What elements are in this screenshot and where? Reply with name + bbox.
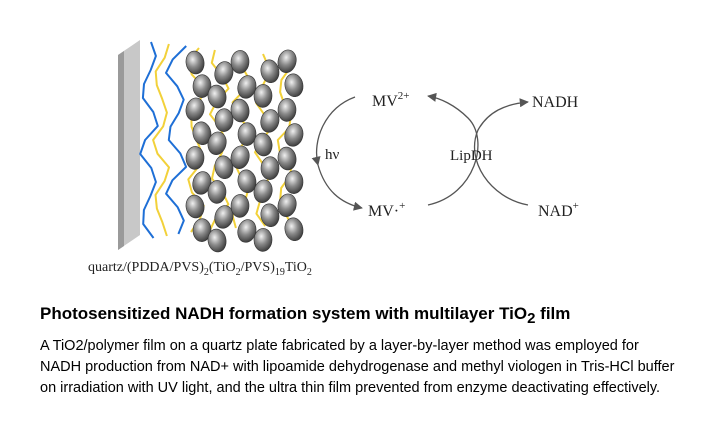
tio2-particle xyxy=(185,97,205,121)
tio2-particle xyxy=(253,132,273,157)
tio2-particle xyxy=(284,170,304,194)
polymer-layer xyxy=(152,43,170,237)
polymer-layer xyxy=(165,45,188,235)
tio2-particle xyxy=(230,194,250,218)
mv-reduction-arrow xyxy=(317,164,363,211)
mv2-label: MV2+ xyxy=(372,90,410,110)
photosensitization-diagram: MV2+ MV·+ hν LipDH NADH NAD+ xyxy=(118,40,579,253)
tio2-particle xyxy=(253,228,273,252)
nad-reduction-arrow xyxy=(473,98,529,206)
tio2-particle xyxy=(230,145,250,169)
tio2-particle xyxy=(207,131,227,155)
tio2-particle xyxy=(185,50,205,75)
tio2-particle xyxy=(192,121,212,146)
tio2-particle xyxy=(214,61,234,85)
tio2-particle xyxy=(253,84,273,108)
mv-reoxidation-arrow xyxy=(427,92,479,206)
tio2-particle xyxy=(207,228,227,253)
reaction-cycles xyxy=(311,92,529,211)
tio2-particle xyxy=(253,179,273,203)
tio2-particles xyxy=(185,49,304,253)
tio2-particle xyxy=(185,146,205,170)
tio2-particle xyxy=(260,203,280,228)
tio2-particle xyxy=(214,155,234,180)
tio2-particle xyxy=(260,156,280,180)
figure-title: Photosensitized NADH formation system wi… xyxy=(40,304,571,327)
tio2-particle xyxy=(192,218,212,242)
tio2-particle xyxy=(260,59,280,84)
tio2-particle xyxy=(277,49,297,73)
film-composition-caption: quartz/(PDDA/PVS)2(TiO2/PVS)19TiO2 xyxy=(88,260,312,278)
polymer-layer xyxy=(276,55,293,225)
figure-description: A TiO2/polymer film on a quartz plate fa… xyxy=(40,338,675,396)
tio2-particle xyxy=(237,122,257,146)
tio2-particle xyxy=(185,194,205,219)
tio2-particle xyxy=(207,180,227,204)
lipdh-label: LipDH xyxy=(450,148,493,164)
tio2-particle xyxy=(230,50,250,74)
tio2-particle xyxy=(192,74,212,98)
tio2-particle xyxy=(214,108,234,132)
tio2-particle xyxy=(230,98,250,123)
nadh-label: NADH xyxy=(532,94,579,111)
mv-oxidation-arrow xyxy=(311,96,356,166)
polymer-layer xyxy=(139,41,159,239)
tio2-particle xyxy=(237,169,257,194)
tio2-particle xyxy=(207,84,227,109)
tio2-particle xyxy=(284,217,304,242)
hv-label: hν xyxy=(325,147,340,163)
tio2-particle xyxy=(277,98,297,122)
tio2-particle xyxy=(277,146,297,171)
tio2-particle xyxy=(284,73,304,98)
tio2-particle xyxy=(214,205,234,229)
mv-radical-label: MV·+ xyxy=(368,200,405,220)
tio2-particle xyxy=(260,109,280,133)
nad-label: NAD+ xyxy=(538,200,579,220)
tio2-particle xyxy=(277,193,297,217)
quartz-plate xyxy=(118,40,140,250)
tio2-particle xyxy=(284,123,304,147)
